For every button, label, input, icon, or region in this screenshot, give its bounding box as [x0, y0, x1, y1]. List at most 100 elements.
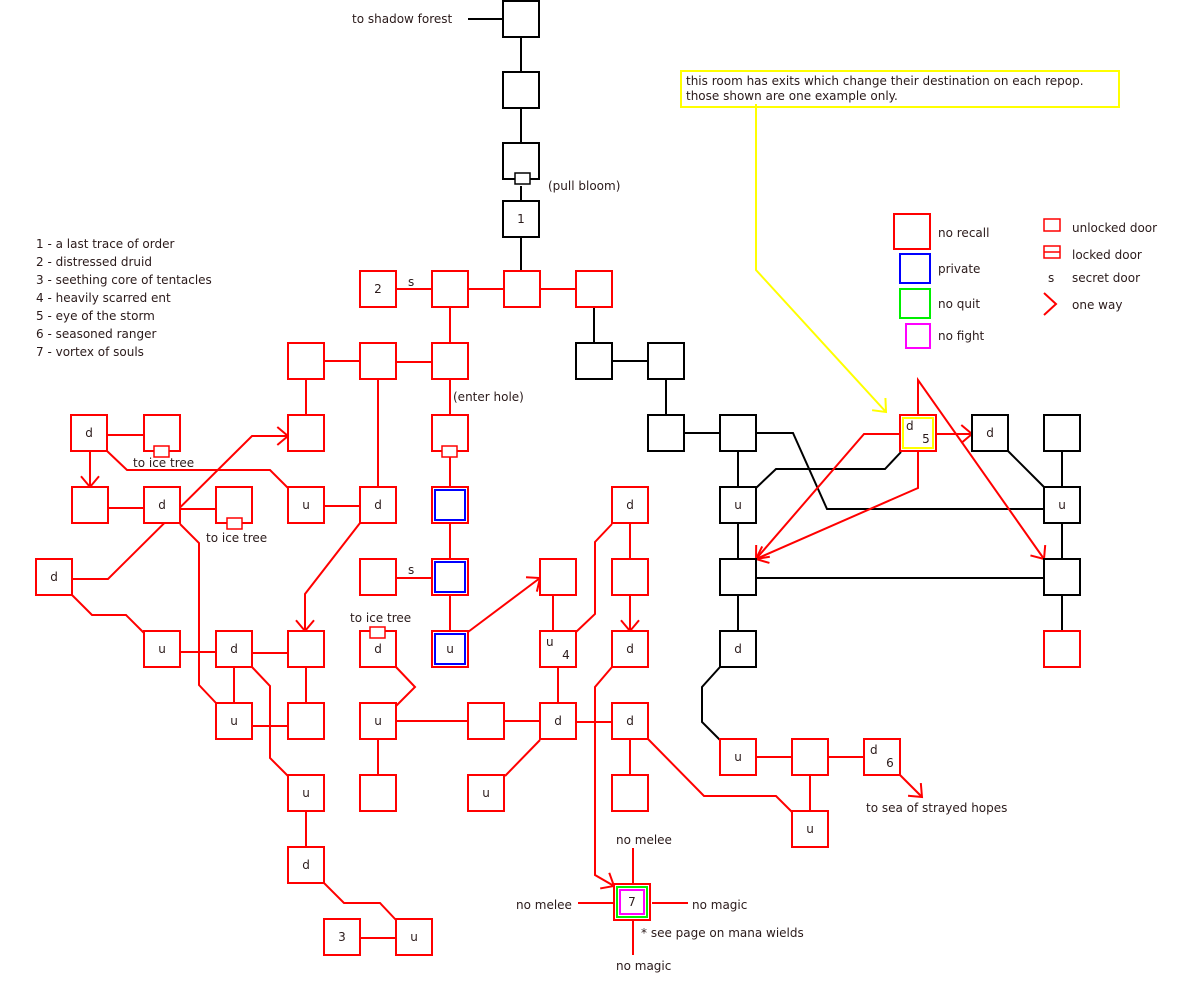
legend-no-recall-swatch [893, 213, 931, 250]
room[interactable]: 3 [323, 918, 361, 956]
exit-label-sea: to sea of strayed hopes [866, 801, 1007, 815]
room[interactable]: u [467, 774, 505, 812]
room[interactable]: d [971, 414, 1009, 452]
mob-list: 1 - a last trace of order 2 - distressed… [36, 237, 212, 359]
room[interactable]: u [431, 630, 469, 668]
room[interactable] [719, 558, 757, 596]
room[interactable]: d [70, 414, 108, 452]
room[interactable]: u [143, 630, 181, 668]
room[interactable] [287, 702, 325, 740]
room[interactable]: d [215, 630, 253, 668]
room[interactable]: d [539, 702, 577, 740]
room-label: d [85, 426, 93, 440]
room[interactable] [502, 71, 540, 109]
room[interactable] [647, 342, 685, 380]
room[interactable] [143, 414, 181, 452]
mob-entry: 3 - seething core of tentacles [36, 273, 212, 287]
restriction-no-melee: no melee [616, 833, 672, 847]
room[interactable]: d6 [863, 738, 901, 776]
one-way-exit [917, 376, 1045, 560]
room[interactable]: u [719, 738, 757, 776]
room[interactable]: u [1043, 486, 1081, 524]
unlocked-door-icon[interactable] [441, 445, 458, 458]
room[interactable] [575, 342, 613, 380]
room-label: u [158, 642, 166, 656]
exit-connector [71, 594, 145, 634]
room[interactable]: d [143, 486, 181, 524]
room-label: u [410, 930, 418, 944]
room[interactable]: d [611, 630, 649, 668]
unlocked-door-icon[interactable] [153, 445, 170, 458]
unlocked-door-icon[interactable] [369, 626, 386, 639]
room[interactable] [431, 486, 469, 524]
room-label: d [626, 642, 634, 656]
room[interactable] [71, 486, 109, 524]
mob-entry: 2 - distressed druid [36, 255, 152, 269]
room[interactable] [502, 0, 540, 38]
restriction-no-magic: no magic [616, 959, 671, 973]
mob-entry: 1 - a last trace of order [36, 237, 174, 251]
one-way-exit [899, 774, 923, 798]
room[interactable] [611, 774, 649, 812]
room[interactable]: u [287, 486, 325, 524]
room-label: d [626, 498, 634, 512]
room[interactable]: u [719, 486, 757, 524]
room[interactable] [359, 558, 397, 596]
room[interactable] [287, 342, 325, 380]
room-label: u [734, 750, 742, 764]
room[interactable]: u [791, 810, 829, 848]
room[interactable]: d [287, 846, 325, 884]
room[interactable]: u4 [539, 630, 577, 668]
room[interactable] [575, 270, 613, 308]
room-label: d [870, 743, 878, 757]
room[interactable] [791, 738, 829, 776]
repop-note-line2: those shown are one example only. [686, 89, 898, 103]
room[interactable] [719, 414, 757, 452]
legend-no-quit-swatch [899, 288, 931, 319]
room[interactable] [431, 558, 469, 596]
room[interactable]: 1 [502, 200, 540, 238]
room[interactable] [431, 414, 469, 452]
room-label: 2 [374, 282, 382, 296]
room[interactable]: d [719, 630, 757, 668]
enter-hole-label: (enter hole) [453, 390, 524, 404]
repop-note-line1: this room has exits which change their d… [686, 74, 1084, 88]
mob-entry: 5 - eye of the storm [36, 309, 155, 323]
room[interactable] [1043, 558, 1081, 596]
room[interactable] [431, 270, 469, 308]
room[interactable]: 7 [613, 883, 651, 921]
room[interactable] [647, 414, 685, 452]
room[interactable]: u [395, 918, 433, 956]
room-label: 1 [517, 212, 525, 226]
unlocked-door-icon[interactable] [226, 517, 243, 530]
room[interactable]: 2 [359, 270, 397, 308]
room[interactable]: d5 [899, 414, 937, 452]
room[interactable] [359, 774, 397, 812]
room[interactable] [467, 702, 505, 740]
room[interactable] [359, 342, 397, 380]
room-label: d [734, 642, 742, 656]
exit-connector [106, 450, 289, 489]
room[interactable] [431, 342, 469, 380]
room[interactable]: u [287, 774, 325, 812]
room[interactable]: d [611, 486, 649, 524]
room[interactable]: d [611, 702, 649, 740]
room[interactable] [1043, 414, 1081, 452]
unlocked-door-icon[interactable] [514, 172, 531, 185]
exit-connector [395, 666, 417, 707]
room-label: u [482, 786, 490, 800]
room[interactable] [503, 270, 541, 308]
room[interactable]: u [215, 702, 253, 740]
room[interactable] [287, 414, 325, 452]
exit-label-ice-tree: to ice tree [206, 531, 267, 545]
exit-connector [701, 666, 721, 741]
room[interactable] [215, 486, 253, 524]
room[interactable]: u [359, 702, 397, 740]
room[interactable] [539, 558, 577, 596]
room-label: u [1058, 498, 1066, 512]
room[interactable] [1043, 630, 1081, 668]
room[interactable] [611, 558, 649, 596]
room[interactable]: d [35, 558, 73, 596]
room[interactable] [287, 630, 325, 668]
room[interactable]: d [359, 486, 397, 524]
